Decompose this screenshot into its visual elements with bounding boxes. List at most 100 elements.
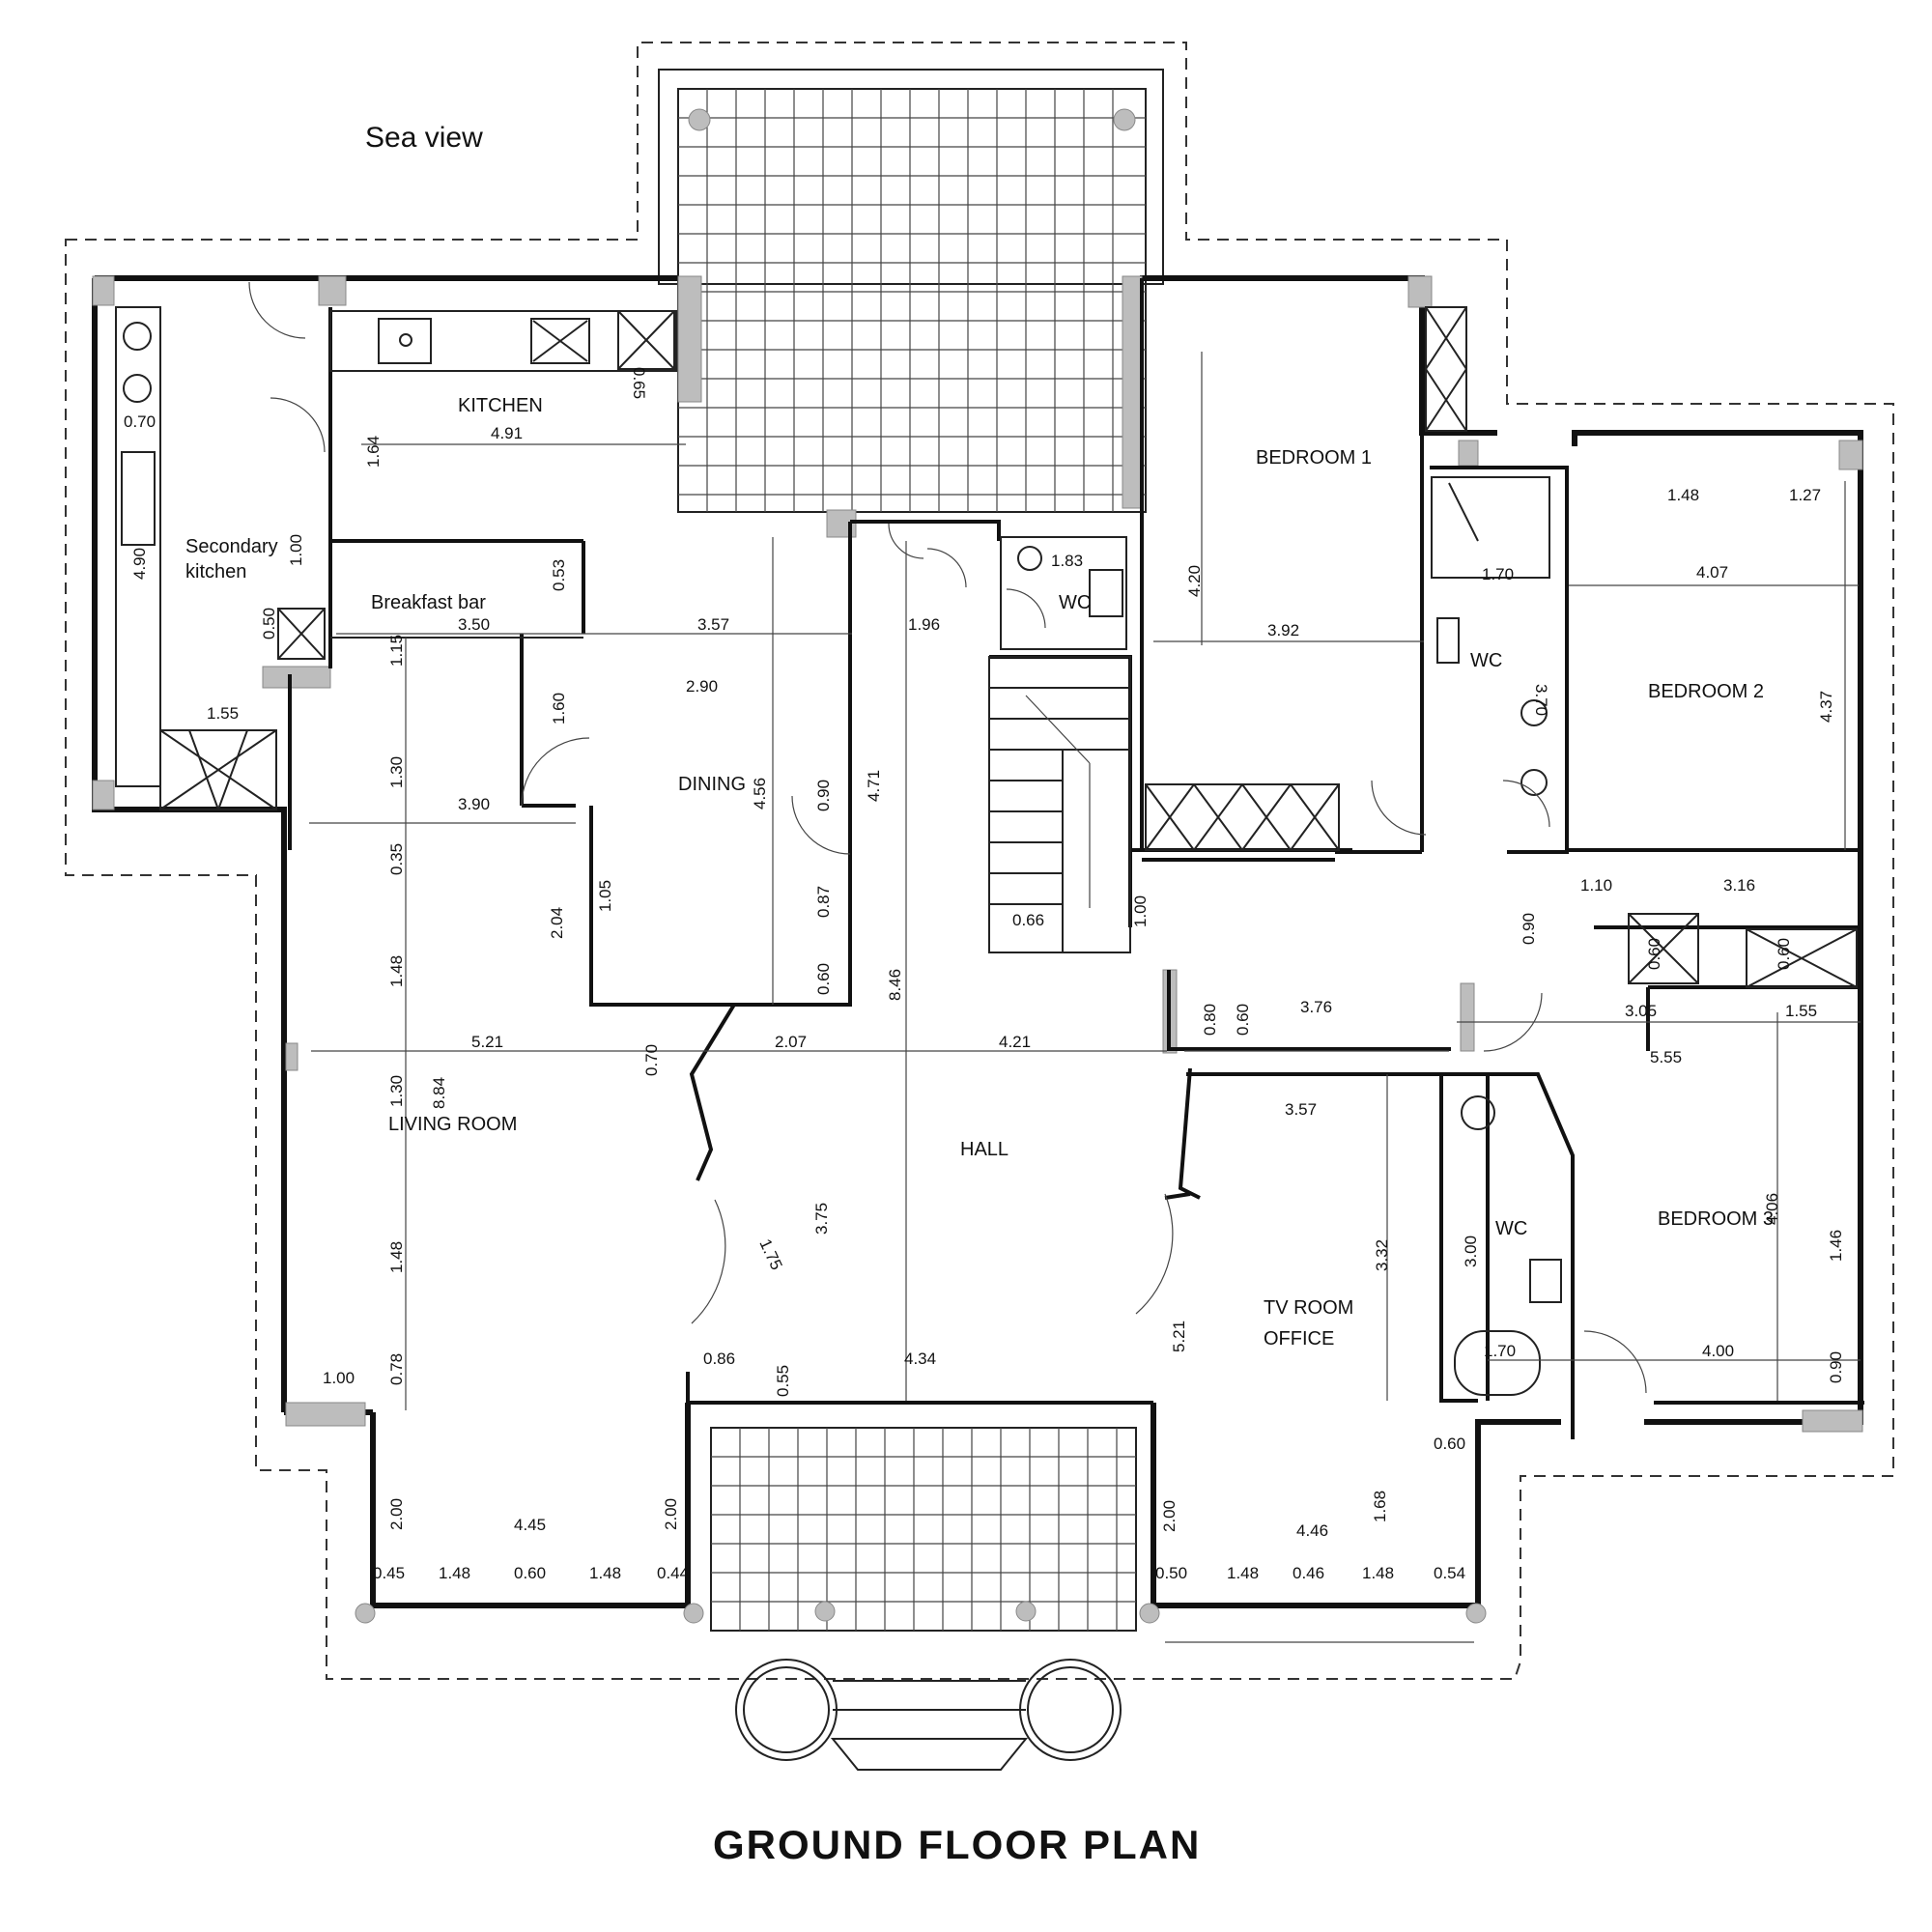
dim-living-035: 0.35 xyxy=(387,843,406,875)
dim-bed1-392: 3.92 xyxy=(1267,621,1299,639)
dim-living-200b: 2.00 xyxy=(662,1498,680,1530)
dim-tv-054: 0.54 xyxy=(1434,1564,1465,1582)
room-label-bedroom-3: BEDROOM 3 xyxy=(1658,1208,1774,1230)
north-terrace xyxy=(658,69,1164,513)
dim-bed3-406: 4.06 xyxy=(1763,1193,1781,1225)
dim-dining-060: 0.60 xyxy=(814,963,833,995)
dim-hall-100: 1.00 xyxy=(1131,895,1150,927)
dim-dining-204: 2.04 xyxy=(548,907,566,939)
dim-tv-148b: 1.48 xyxy=(1362,1564,1394,1582)
dim-living-390: 3.90 xyxy=(458,795,490,813)
dim-bed1-420: 4.20 xyxy=(1185,565,1204,597)
room-label-bedroom-1: BEDROOM 1 xyxy=(1256,447,1372,469)
dim-bed3-090: 0.90 xyxy=(1827,1351,1845,1383)
dim-bed3-555: 5.55 xyxy=(1650,1048,1682,1066)
dim-hall-434: 4.34 xyxy=(904,1350,936,1368)
room-label-wc-3: WC xyxy=(1495,1218,1527,1239)
dim-bed2-060b: 0.60 xyxy=(1775,938,1793,970)
door-swings xyxy=(248,281,1647,1394)
dim-tv-168: 1.68 xyxy=(1371,1491,1389,1522)
dimension-lines xyxy=(309,352,1861,1643)
property-outline xyxy=(65,42,1894,1680)
dim-sec-kitchen-050: 0.50 xyxy=(260,608,278,639)
dim-bed3-146: 1.46 xyxy=(1827,1230,1845,1262)
room-label-breakfast-bar: Breakfast bar xyxy=(371,592,486,613)
dim-living-078: 0.78 xyxy=(387,1353,406,1385)
dim-breakfast-350: 3.50 xyxy=(458,615,490,634)
dim-living-884: 8.84 xyxy=(430,1077,448,1109)
room-label-bedroom-2: BEDROOM 2 xyxy=(1648,681,1764,702)
dim-sec-kitchen-length: 4.90 xyxy=(130,548,149,580)
dim-bed2-316: 3.16 xyxy=(1723,876,1755,895)
dim-bed2-148: 1.48 xyxy=(1667,486,1699,504)
room-label-living-room: LIVING ROOM xyxy=(388,1114,517,1135)
room-label-dining: DINING xyxy=(678,774,746,795)
dim-dining-471: 4.71 xyxy=(865,770,883,802)
plan-title: GROUND FLOOR PLAN xyxy=(713,1822,1201,1867)
dim-living-060: 0.60 xyxy=(514,1564,546,1582)
dim-wc-183: 1.83 xyxy=(1051,552,1083,570)
kitchen-fixtures xyxy=(115,306,677,810)
dim-sec-kitchen-155: 1.55 xyxy=(207,704,239,723)
dim-living-445: 4.45 xyxy=(514,1516,546,1534)
dim-stair-066: 0.66 xyxy=(1012,911,1044,929)
room-label-wc-2: WC xyxy=(1470,650,1502,671)
dim-tv-060-b: 0.60 xyxy=(1434,1435,1465,1453)
dim-bed3-400: 4.00 xyxy=(1702,1342,1734,1360)
dim-hall-846: 8.46 xyxy=(886,969,904,1001)
dim-tv-080: 0.80 xyxy=(1201,1004,1219,1036)
dim-bed3-300: 3.00 xyxy=(1462,1236,1480,1267)
dim-sec-kitchen-070: 0.70 xyxy=(124,412,156,431)
dim-tv-357: 3.57 xyxy=(1285,1100,1317,1119)
dim-bed2-060a: 0.60 xyxy=(1645,938,1663,970)
dim-bed2-437: 4.37 xyxy=(1817,691,1835,723)
dim-bed2-170: 1.70 xyxy=(1482,565,1514,583)
room-label-tv-room: TV ROOM xyxy=(1264,1297,1353,1319)
dim-living-148c: 1.48 xyxy=(439,1564,470,1582)
room-label-hall: HALL xyxy=(960,1139,1009,1160)
dim-hall-375: 3.75 xyxy=(812,1203,831,1235)
dim-living-115: 1.15 xyxy=(387,635,406,667)
dim-hall-196: 1.96 xyxy=(908,615,940,634)
interior-walls xyxy=(288,278,1864,1439)
dim-living-130a: 1.30 xyxy=(387,756,406,788)
dim-living-521: 5.21 xyxy=(471,1033,503,1051)
south-porch xyxy=(710,1427,1137,1771)
dim-bed2-110: 1.10 xyxy=(1580,876,1612,895)
dim-tv-050: 0.50 xyxy=(1155,1564,1187,1582)
dim-hall-175: 1.75 xyxy=(755,1236,785,1273)
dim-dining-357: 3.57 xyxy=(697,615,729,634)
dim-hall-086: 0.86 xyxy=(703,1350,735,1368)
dim-tv-060: 0.60 xyxy=(1234,1004,1252,1036)
dim-kitchen-width: 4.91 xyxy=(491,424,523,442)
sea-view-label: Sea view xyxy=(365,122,483,154)
room-label-kitchen: KITCHEN xyxy=(458,395,543,416)
dim-tv-332: 3.32 xyxy=(1373,1239,1391,1271)
dim-dining-105: 1.05 xyxy=(596,880,614,912)
dim-bed3-155: 1.55 xyxy=(1785,1002,1817,1020)
dim-living-070: 0.70 xyxy=(642,1044,661,1076)
dim-dining-160: 1.60 xyxy=(550,693,568,724)
dim-tv-521: 5.21 xyxy=(1170,1321,1188,1352)
room-label-wc-1: WC xyxy=(1059,592,1091,613)
dim-bed2-090: 0.90 xyxy=(1520,913,1538,945)
dim-bed2-127: 1.27 xyxy=(1789,486,1821,504)
dim-hall-055: 0.55 xyxy=(774,1365,792,1397)
dim-hall-421: 4.21 xyxy=(999,1033,1031,1051)
dim-living-148b: 1.48 xyxy=(387,1241,406,1273)
room-label-secondary-kitchen-line2: kitchen xyxy=(185,561,246,582)
dim-dining-087: 0.87 xyxy=(814,886,833,918)
dim-tv-376: 3.76 xyxy=(1300,998,1332,1016)
wardrobes xyxy=(1145,306,1858,988)
dim-living-148d: 1.48 xyxy=(589,1564,621,1582)
room-label-secondary-kitchen-line1: Secondary xyxy=(185,536,278,557)
dim-living-044: 0.44 xyxy=(657,1564,689,1582)
bathroom-fixtures xyxy=(1000,476,1562,1396)
dim-tv-446: 4.46 xyxy=(1296,1521,1328,1540)
room-label-office: OFFICE xyxy=(1264,1328,1334,1350)
dim-bed2-407: 4.07 xyxy=(1696,563,1728,582)
dim-sec-kitchen-100: 1.00 xyxy=(287,534,305,566)
dim-bed3-305: 3.05 xyxy=(1625,1002,1657,1020)
dim-living-200a: 2.00 xyxy=(387,1498,406,1530)
